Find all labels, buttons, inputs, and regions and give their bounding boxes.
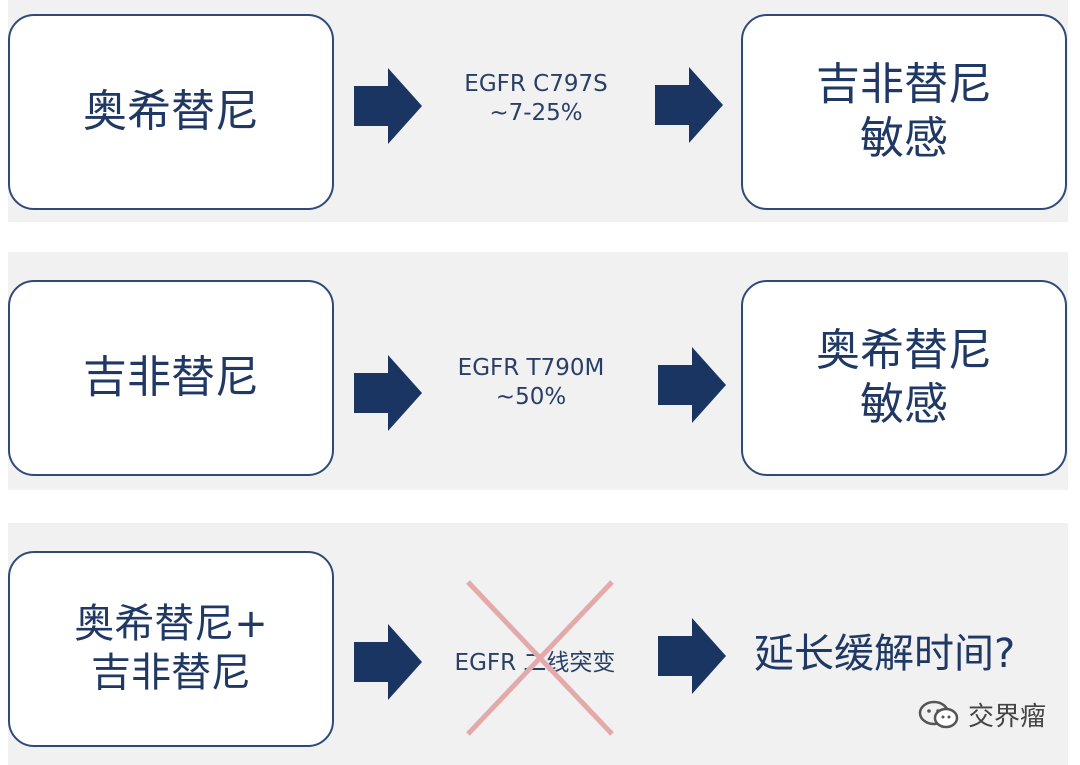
watermark: 交界瘤	[918, 696, 1046, 733]
row-osimertinib-resistance: 奥希替尼 EGFR C797S ~7-25% 吉非替尼 敏感	[8, 0, 1068, 222]
box-osimertinib-sensitive: 奥希替尼 敏感	[741, 280, 1067, 476]
mutation-label: EGFR C797S ~7-25%	[436, 70, 636, 129]
box-label: 吉非替尼 敏感	[816, 59, 992, 164]
box-label: 奥希替尼+ 吉非替尼	[74, 601, 268, 696]
arrow-right-icon	[658, 347, 726, 423]
box-drug-combination: 奥希替尼+ 吉非替尼	[8, 551, 334, 747]
box-drug-osimertinib: 奥希替尼	[8, 14, 334, 210]
outcome-text: 延长缓解时间?	[754, 631, 1016, 677]
mutation-rate: ~50%	[495, 384, 567, 411]
box-gefitinib-sensitive: 吉非替尼 敏感	[741, 14, 1067, 210]
mutation-rate: ~7-25%	[489, 100, 583, 127]
arrow-right-icon	[658, 618, 726, 694]
wechat-icon	[918, 700, 960, 730]
row-gefitinib-resistance: 吉非替尼 EGFR T790M ~50% 奥希替尼 敏感	[8, 252, 1068, 490]
row-combination-therapy: 奥希替尼+ 吉非替尼 EGFR 二线突变 延长缓解时间?	[8, 523, 1068, 765]
cross-out-icon	[460, 578, 620, 738]
box-drug-gefitinib: 吉非替尼	[8, 280, 334, 476]
mutation-label: EGFR T790M ~50%	[431, 354, 631, 413]
arrow-right-icon	[655, 67, 723, 143]
arrow-right-icon	[354, 355, 422, 431]
box-label: 奥希替尼	[83, 86, 259, 138]
box-label: 吉非替尼	[83, 352, 259, 404]
watermark-text: 交界瘤	[967, 702, 1046, 732]
arrow-right-icon	[354, 624, 422, 700]
arrow-right-icon	[354, 68, 422, 144]
mutation-name: EGFR T790M	[457, 355, 605, 381]
box-label: 奥希替尼 敏感	[816, 325, 992, 430]
mutation-name: EGFR C797S	[464, 71, 608, 97]
